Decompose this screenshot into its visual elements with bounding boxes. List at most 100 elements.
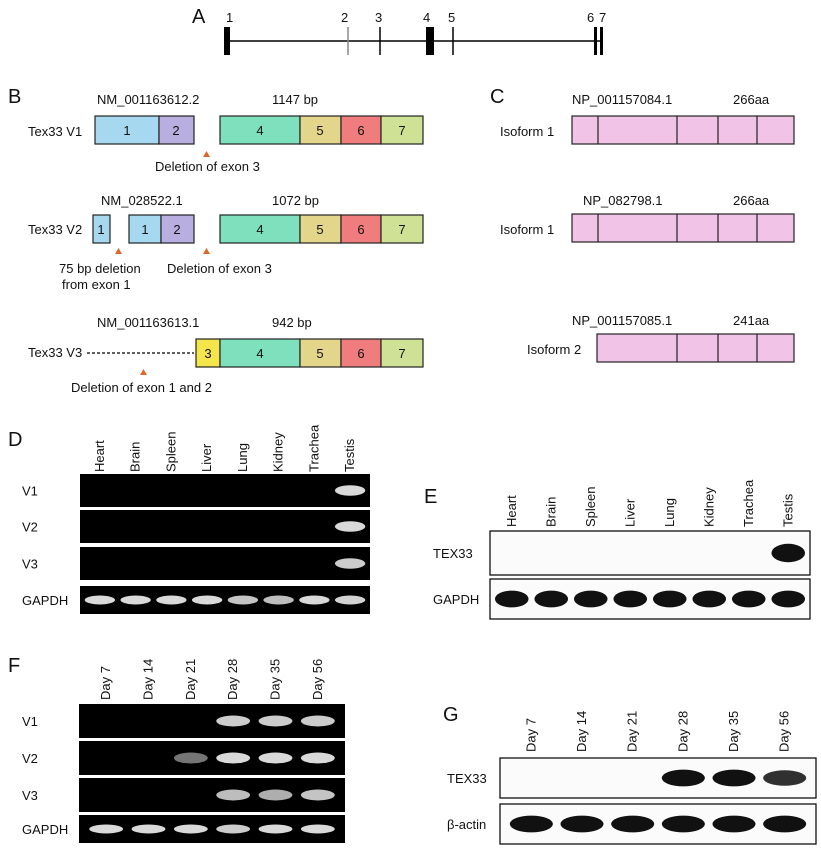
panel_f-lane-label-day-7: Day 7 bbox=[98, 666, 113, 700]
panel_f-lane-label-day-35: Day 35 bbox=[268, 659, 283, 700]
exon-number-1: 1 bbox=[226, 10, 233, 25]
panel_e-row-label-gapdh: GAPDH bbox=[433, 592, 479, 607]
panel_f-band-gapdh-4 bbox=[258, 824, 293, 834]
v1-deletion-arrow-icon bbox=[203, 151, 210, 157]
panel_e-band-gapdh-3 bbox=[613, 590, 648, 608]
panel_d-row-label-v2: V2 bbox=[22, 520, 38, 535]
isoform-1b-name: Isoform 1 bbox=[500, 222, 554, 237]
v2-exon-7 bbox=[380, 214, 424, 244]
v1-exon-7 bbox=[380, 115, 424, 145]
panel_f-band-gapdh-3 bbox=[216, 824, 251, 834]
isoform-2-name: Isoform 2 bbox=[527, 342, 581, 357]
panel_f-band-v3-3 bbox=[216, 789, 251, 801]
isoform-1b-bar bbox=[571, 213, 795, 243]
panel_d-lane-label-lung: Lung bbox=[235, 443, 250, 472]
panel_g-lane-label-day-56: Day 56 bbox=[777, 711, 792, 752]
panel-a-label: A bbox=[192, 6, 206, 28]
v1-exon-4 bbox=[219, 115, 301, 145]
panel_d-lane-label-liver: Liver bbox=[199, 443, 214, 472]
panel_d-lane-label-testis: Testis bbox=[342, 438, 357, 472]
v1-exon-1 bbox=[94, 115, 160, 145]
panel_e-band-gapdh-5 bbox=[692, 590, 727, 608]
panel_d-band-gapdh-4 bbox=[227, 595, 259, 605]
panel_g-lane-label-day-14: Day 14 bbox=[574, 711, 589, 752]
panel-b-label: B bbox=[8, 86, 21, 108]
panel_g-band-tex33-5 bbox=[763, 770, 807, 786]
panel_d-gel-strip bbox=[80, 474, 370, 507]
panel_g-row-actin: β-actin bbox=[447, 803, 817, 845]
panel_d-row-gapdh: GAPDH bbox=[22, 586, 370, 614]
panel_d-band-gapdh-6 bbox=[299, 595, 330, 605]
panel_g-row-tex33: TEX33 bbox=[447, 757, 817, 799]
v1-exon-5-label: 5 bbox=[316, 123, 323, 138]
panel_f-lane-label-day-56: Day 56 bbox=[310, 659, 325, 700]
panel_g-band-tex33-4 bbox=[712, 769, 756, 787]
panel_f-band-v1-4 bbox=[258, 715, 293, 727]
v1-exon-7-label: 7 bbox=[398, 123, 405, 138]
v2-partial-deletion-arrow-icon bbox=[115, 248, 122, 254]
panel_f-row-label-gapdh: GAPDH bbox=[22, 822, 68, 837]
panel_d-band-gapdh-0 bbox=[84, 595, 116, 605]
isoform-1a-bar bbox=[571, 115, 795, 145]
v3-exon-7-label: 7 bbox=[398, 346, 405, 361]
v2-length: 1072 bp bbox=[272, 193, 319, 208]
exon-number-4: 4 bbox=[423, 10, 430, 25]
v2-exons: 1 1 2 4 5 6 7 bbox=[92, 214, 424, 244]
isoform-2-domain-box bbox=[596, 333, 795, 363]
panel_d-lane-label-heart: Heart bbox=[92, 440, 107, 472]
panel_e-row-gapdh: GAPDH bbox=[433, 578, 811, 620]
v2-exon-7-label: 7 bbox=[398, 222, 405, 237]
panel-c-label: C bbox=[490, 86, 504, 108]
v2-exon-1a-label: 1 bbox=[97, 222, 104, 237]
panel_f-row-v1: V1 bbox=[22, 704, 345, 738]
v1-exon-6-label: 6 bbox=[357, 123, 364, 138]
v3-length: 942 bp bbox=[272, 315, 312, 330]
v2-exon-5-label: 5 bbox=[316, 222, 323, 237]
panel_g-lane-label-day-21: Day 21 bbox=[625, 711, 640, 752]
panel_d-row-label-gapdh: GAPDH bbox=[22, 593, 68, 608]
v1-length: 1147 bp bbox=[272, 92, 318, 107]
v1-exon-2-label: 2 bbox=[172, 123, 179, 138]
panel_f-lane-label-day-28: Day 28 bbox=[225, 659, 240, 700]
v3-exon-4 bbox=[219, 338, 301, 368]
panel_g-lane-label-day-28: Day 28 bbox=[675, 711, 690, 752]
v1-note: Deletion of exon 3 bbox=[155, 159, 260, 174]
panel_d-band-gapdh-2 bbox=[156, 595, 187, 605]
panel_f-gel-strip bbox=[79, 741, 345, 775]
panel_d-band-gapdh-3 bbox=[191, 595, 223, 605]
panel-g-label: G bbox=[443, 704, 459, 726]
isoform-1b-length: 266aa bbox=[733, 193, 770, 208]
panel_f-band-gapdh-0 bbox=[89, 824, 124, 834]
isoform-1a-domain-box bbox=[571, 115, 795, 145]
v1-exons: 1 2 4 5 6 7 bbox=[94, 115, 424, 145]
panel_f-band-gapdh-2 bbox=[173, 824, 208, 834]
panel-f-label: F bbox=[8, 655, 20, 677]
v3-exon-7 bbox=[380, 338, 424, 368]
panel-c: C NP_001157084.1 266aa Isoform 1 NP_0827… bbox=[490, 86, 795, 363]
panel_f-band-gapdh-5 bbox=[300, 824, 335, 834]
panel_d-row-v3: V3 bbox=[22, 547, 370, 580]
panel_e-lane-label-brain: Brain bbox=[543, 497, 558, 527]
panel_e-band-gapdh-2 bbox=[573, 590, 608, 608]
exon-mark-1 bbox=[224, 27, 230, 55]
panel_f-row-v2: V2 bbox=[22, 741, 345, 775]
panel_f-row-label-v2: V2 bbox=[22, 751, 38, 766]
isoform-2-length: 241aa bbox=[733, 313, 770, 328]
v2-name: Tex33 V2 bbox=[28, 222, 82, 237]
panel_e-lane-label-testis: Testis bbox=[780, 493, 795, 527]
v2-exon-6 bbox=[340, 214, 382, 244]
v3-exons: 3 4 5 6 7 bbox=[195, 338, 424, 368]
panel_g-band-actin-1 bbox=[560, 815, 604, 833]
panel_f-lane-label-day-14: Day 14 bbox=[141, 659, 156, 700]
v3-exon-3-label: 3 bbox=[204, 346, 211, 361]
isoform-1a-name: Isoform 1 bbox=[500, 124, 554, 139]
v1-accession: NM_001163612.2 bbox=[97, 92, 199, 107]
v3-exon-5-label: 5 bbox=[316, 346, 323, 361]
exon-mark-4 bbox=[426, 27, 434, 55]
panel-e-label: E bbox=[424, 486, 437, 508]
v3-accession: NM_001163613.1 bbox=[97, 315, 199, 330]
